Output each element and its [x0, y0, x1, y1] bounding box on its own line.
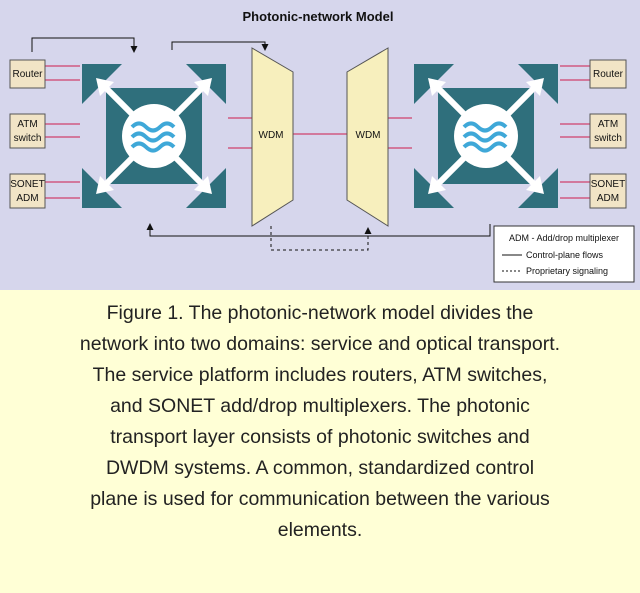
photonic-switch-left [82, 64, 226, 208]
legend: ADM - Add/drop multiplexer Control-plane… [493, 225, 635, 283]
caption-line: network into two domains: service and op… [79, 333, 561, 355]
caption-line: and SONET add/drop multiplexers. The pho… [110, 395, 530, 417]
wdm-left-label: WDM [259, 130, 284, 141]
diagram-title: Photonic-network Model [243, 9, 394, 24]
client-box-sonet-right: SONET ADM [589, 173, 627, 209]
wdm-left: WDM [251, 47, 294, 227]
control-plane-arrow-center [171, 41, 269, 51]
caption-line: DWDM systems. A common, standardized con… [105, 457, 535, 479]
client-box-label: ATM [598, 119, 618, 130]
photonic-switch-right [414, 64, 558, 208]
legend-proprietary: Proprietary signaling [526, 266, 608, 276]
switch-wdm-links-right [388, 117, 412, 149]
client-box-label: SONET [591, 179, 625, 190]
caption-line: plane is used for communication between … [90, 488, 550, 510]
client-box-label: ATM [17, 119, 37, 130]
client-box-atm-left: ATM switch [9, 113, 46, 149]
caption-line: Figure 1. The photonic-network model div… [106, 302, 534, 324]
client-box-sonet-left: SONET ADM [9, 173, 46, 209]
client-links-right [560, 65, 590, 199]
caption-line: transport layer consists of photonic swi… [110, 426, 530, 448]
control-plane-arrow-left [31, 37, 138, 53]
wdm-right-label: WDM [356, 130, 381, 141]
figure-caption: Figure 1. The photonic-network model div… [0, 290, 640, 593]
switch-wdm-links-left [228, 117, 252, 149]
client-box-label: switch [14, 133, 42, 144]
client-box-label: Router [593, 69, 624, 80]
client-box-router-right: Router [589, 59, 627, 89]
client-box-label: switch [594, 133, 622, 144]
proprietary-signaling-link [270, 226, 372, 251]
client-box-label: ADM [16, 193, 38, 204]
client-box-label: ADM [597, 193, 619, 204]
legend-adm: ADM - Add/drop multiplexer [509, 233, 619, 243]
client-links-left [45, 65, 80, 199]
caption-line: elements. [277, 519, 363, 541]
client-box-label: SONET [10, 179, 44, 190]
control-plane-arrow-bottom [146, 223, 491, 237]
network-diagram: Photonic-network Model [0, 0, 640, 290]
diagram-canvas: Photonic-network Model [9, 9, 635, 283]
caption-line: The service platform includes routers, A… [92, 364, 548, 386]
client-box-label: Router [12, 69, 43, 80]
wdm-right: WDM [346, 47, 389, 227]
client-box-atm-right: ATM switch [589, 113, 627, 149]
client-box-router-left: Router [9, 59, 46, 89]
caption-text: Figure 1. The photonic-network model div… [0, 290, 640, 546]
legend-control-plane: Control-plane flows [526, 250, 604, 260]
